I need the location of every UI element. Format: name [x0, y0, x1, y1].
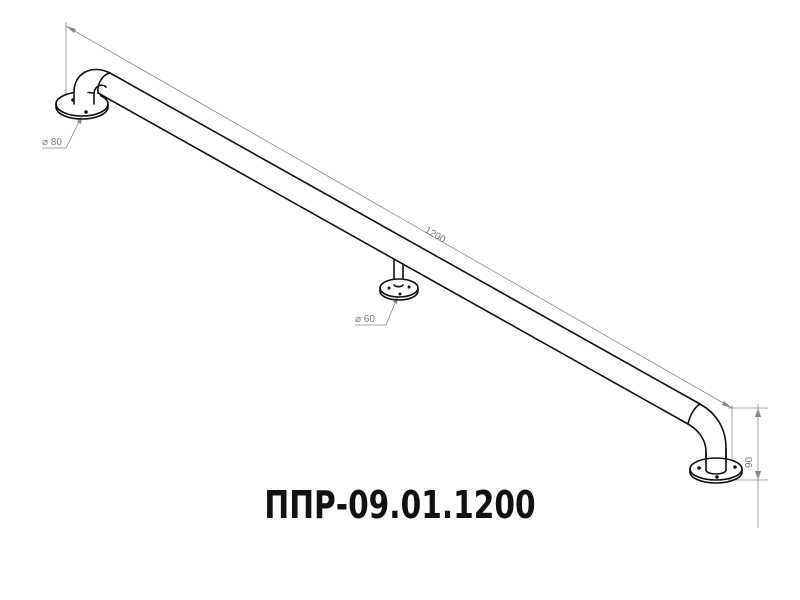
middle-support: [379, 258, 419, 301]
support-flange-label: ⌀ 60: [355, 314, 375, 325]
handrail: [55, 68, 743, 484]
part-number: ППР-09.01.1200: [264, 483, 536, 527]
right-wall-flange: [689, 447, 743, 484]
wall-flange-label: ⌀ 80: [42, 137, 62, 148]
wall-flange-leader: [42, 115, 83, 149]
main-tube: [97, 72, 701, 425]
height-dimension-label: 90: [744, 456, 755, 468]
height-dimension: [728, 404, 768, 528]
length-dimension: [65, 22, 733, 478]
